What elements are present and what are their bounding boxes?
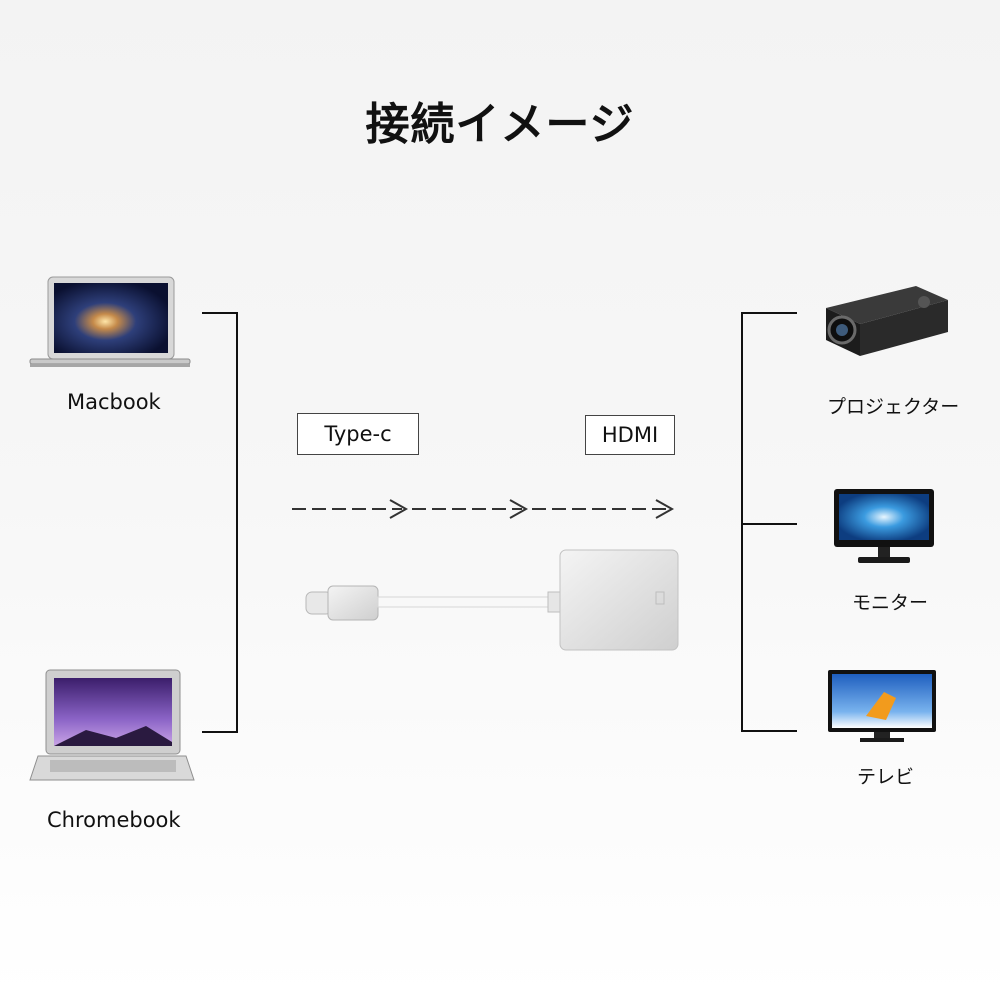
laptop-chromebook-icon	[29, 668, 196, 792]
target-label-tv: テレビ	[857, 766, 915, 788]
input-port-label: Type-c	[297, 413, 419, 455]
usb-c-to-hdmi-adapter-icon	[300, 548, 685, 662]
target-label-projector: プロジェクター	[827, 396, 960, 418]
page-title: 接続イメージ	[365, 99, 635, 150]
left-bracket-vertical	[236, 312, 238, 733]
right-bracket-middle	[741, 523, 797, 525]
source-label-macbook: Macbook	[67, 390, 161, 414]
target-label-monitor: モニター	[852, 592, 929, 614]
right-bracket-vertical	[741, 312, 743, 732]
monitor-icon	[832, 487, 936, 571]
right-bracket-top	[741, 312, 797, 314]
projector-icon	[820, 278, 950, 367]
laptop-macbook-icon	[26, 275, 191, 374]
connection-arrow	[290, 496, 682, 526]
output-port-label: HDMI	[585, 415, 675, 455]
tv-icon	[826, 668, 938, 748]
source-label-chromebook: Chromebook	[47, 808, 181, 832]
left-bracket-top	[202, 312, 238, 314]
right-bracket-bottom	[741, 730, 797, 732]
left-bracket-bottom	[202, 731, 238, 733]
